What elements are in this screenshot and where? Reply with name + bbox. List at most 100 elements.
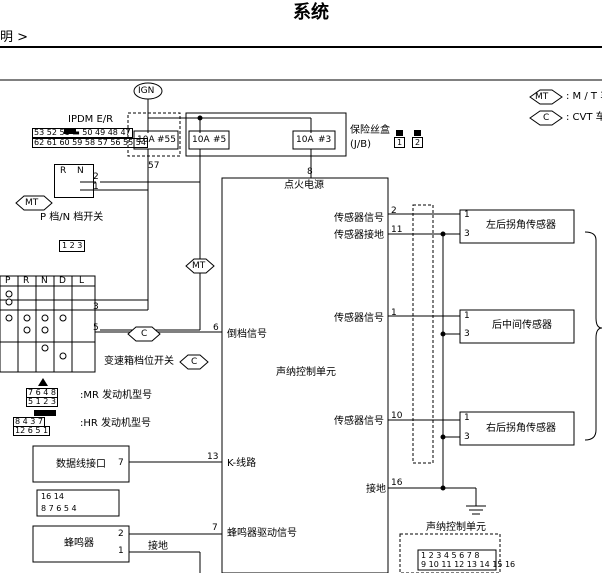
pn-col-r: R (60, 166, 67, 176)
connector-title: 声纳控制单元 (426, 522, 486, 533)
pn-connector: 1 2 3 (59, 240, 86, 252)
c-legend-label: C (543, 113, 550, 123)
fuse-5-number: #5 (213, 135, 227, 145)
ipdm-box (127, 112, 181, 157)
sensor-left-pin-1: 1 (464, 210, 470, 220)
cu-sensor-signal-2: 传感器信号 (334, 313, 384, 324)
cu-sensor-signal-1: 传感器信号 (334, 213, 384, 224)
buzzer-box (32, 525, 130, 563)
fuse-55 (133, 130, 179, 150)
sensor-right-box (459, 411, 575, 446)
fuse-5-rating: 10A (192, 135, 210, 145)
cu-pin-1: 1 (391, 308, 397, 318)
ign-label: IGN (138, 86, 155, 96)
jb-box (185, 112, 347, 157)
range-pin-3: 3 (93, 302, 99, 312)
buzzer-label: 蜂鸣器 (64, 538, 94, 549)
connector-frame (399, 533, 501, 573)
buzzer-pin-1: 1 (118, 546, 124, 556)
fuse-box-label: 保险丝盒 (350, 125, 390, 136)
range-pin-5: 5 (93, 323, 99, 333)
mr-connector-row2: 5 1 2 3 (26, 397, 58, 407)
hr-connector-row2: 12 6 5 1 (13, 426, 51, 436)
cu-reverse-label: 倒档信号 (227, 329, 267, 340)
range-col-p: P (5, 276, 11, 286)
range-col-l: L (79, 276, 85, 286)
sensor-right-pin-3: 3 (464, 432, 470, 442)
cu-center-label: 声纳控制单元 (276, 367, 336, 378)
dlc-box (32, 445, 130, 483)
dlc-label: 数据线接口 (56, 459, 106, 470)
ign-ellipse (133, 82, 163, 100)
range-mt-tag (185, 258, 215, 274)
buzzer-ground-label: 接地 (148, 541, 168, 552)
ipdm-title: IPDM E/R (68, 114, 114, 125)
cu-pin-10: 10 (391, 411, 403, 421)
dlc-connector-row1: 16 14 (41, 492, 64, 501)
sensor-left-pin-3: 3 (464, 229, 470, 239)
fuse-box-connector-2: 2 (412, 137, 423, 148)
fuse-3-rating: 10A (296, 135, 314, 145)
range-mt-tag-label: MT (192, 261, 206, 271)
mt-legend-label: MT (535, 92, 549, 102)
pn-pin-2: 2 (93, 172, 99, 182)
mt-legend-tag (529, 89, 563, 105)
c-legend-tag (529, 110, 563, 126)
sensor-left-label: 左后拐角传感器 (486, 220, 556, 231)
sensor-right-label: 右后拐角传感器 (486, 423, 556, 434)
range-c-tag-label: C (141, 329, 148, 339)
sensor-middle-box (459, 309, 575, 344)
cu-pin-7: 7 (212, 523, 218, 533)
range-col-n: N (41, 276, 48, 286)
pn-switch-grid (54, 164, 94, 198)
range-c-label-tag-text: C (191, 357, 198, 367)
pn-mt-tag (15, 195, 53, 211)
sensor-middle-pin-3: 3 (464, 329, 470, 339)
brace (584, 231, 602, 441)
cu-pin-11: 11 (391, 225, 403, 235)
sensor-left-box (459, 209, 575, 244)
connector-row1: 1 2 3 4 5 6 7 8 (421, 551, 480, 560)
fuse-3 (292, 130, 336, 150)
fuse-5 (188, 130, 230, 150)
fuse-55-rating: 10A (137, 135, 155, 145)
pn-mt-tag-label: MT (25, 198, 39, 208)
sensor-middle-label: 后中间传感器 (492, 320, 552, 331)
range-col-d: D (59, 276, 66, 286)
mt-legend-text: : M / T 车 (566, 91, 602, 102)
range-c-label-tag (179, 354, 209, 370)
range-c-tag (127, 326, 161, 342)
dlc-connector-row2: 8 7 6 5 4 (41, 504, 77, 513)
cu-pin-8: 8 (307, 167, 313, 177)
cu-sensor-signal-3: 传感器信号 (334, 416, 384, 427)
cu-pin-13: 13 (207, 452, 219, 462)
pn-switch-label: P 档/N 档开关 (40, 212, 104, 223)
connector-row2: 9 10 11 12 13 14 15 16 (421, 560, 516, 569)
hr-engine-label: :HR 发动机型号 (80, 418, 152, 429)
cu-ground-label: 接地 (366, 484, 386, 495)
terminal-57: 57 (148, 161, 160, 171)
fuse-box-connector-1: 1 (394, 137, 405, 148)
dlc-pin-7: 7 (118, 458, 124, 468)
cu-sensor-ground: 传感器接地 (334, 230, 384, 241)
range-switch-label: 变速箱档位开关 (104, 356, 174, 367)
range-switch-grid (0, 275, 96, 373)
sensor-middle-pin-1: 1 (464, 311, 470, 321)
ipdm-connector-row2: 62 61 60 59 58 57 56 55 54 (32, 138, 148, 148)
cu-pin-2: 2 (391, 206, 397, 216)
breadcrumb[interactable]: 明 > (0, 30, 29, 45)
page-title: 系统 (293, 2, 329, 23)
cu-k-line: K-线路 (227, 458, 257, 469)
fuse-3-number: #3 (318, 135, 332, 145)
cu-power-label: 点火电源 (284, 180, 324, 191)
sensor-right-pin-1: 1 (464, 413, 470, 423)
cu-pin-6: 6 (213, 323, 219, 333)
fuse-55-number: #55 (157, 135, 176, 145)
mr-engine-label: :MR 发动机型号 (80, 390, 153, 401)
ipdm-connector-row1: 53 52 51 ▬ 50 49 48 47 (32, 128, 133, 138)
cu-pin-16: 16 (391, 478, 403, 488)
buzzer-pin-2: 2 (118, 529, 124, 539)
fuse-box-label-2: (J/B) (350, 139, 371, 150)
pn-pin-1: 1 (93, 182, 99, 192)
